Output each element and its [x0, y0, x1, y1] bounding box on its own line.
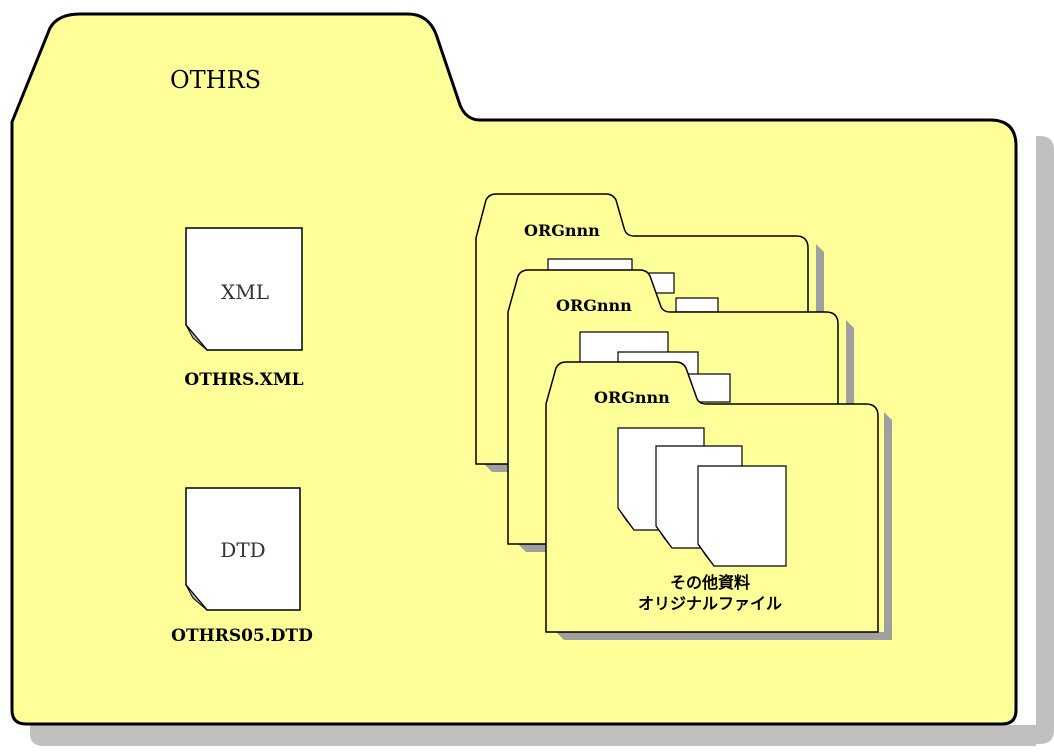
main-folder-shadow-bottom: [30, 725, 1036, 746]
xml-document-icon: [185, 227, 303, 351]
original-files-caption: その他資料 オリジナルファイル: [600, 572, 820, 614]
subfolder-1-title: ORGnnn: [524, 221, 600, 240]
paper-1c: [675, 297, 719, 313]
caption-line-2: オリジナルファイル: [637, 594, 782, 613]
xml-file-name: OTHRS.XML: [184, 370, 304, 390]
caption-line-1: その他資料: [669, 573, 750, 592]
dtd-document-icon: [185, 487, 301, 611]
original-file-icon-3: [697, 465, 787, 567]
dtd-document-mark: DTD: [220, 538, 266, 562]
subfolder-3-title: ORGnnn: [594, 388, 670, 407]
xml-document-mark: XML: [221, 280, 269, 304]
dtd-file-name: OTHRS05.DTD: [171, 626, 313, 646]
main-folder-title: OTHRS: [170, 66, 262, 94]
subfolder-2-title: ORGnnn: [556, 296, 632, 315]
